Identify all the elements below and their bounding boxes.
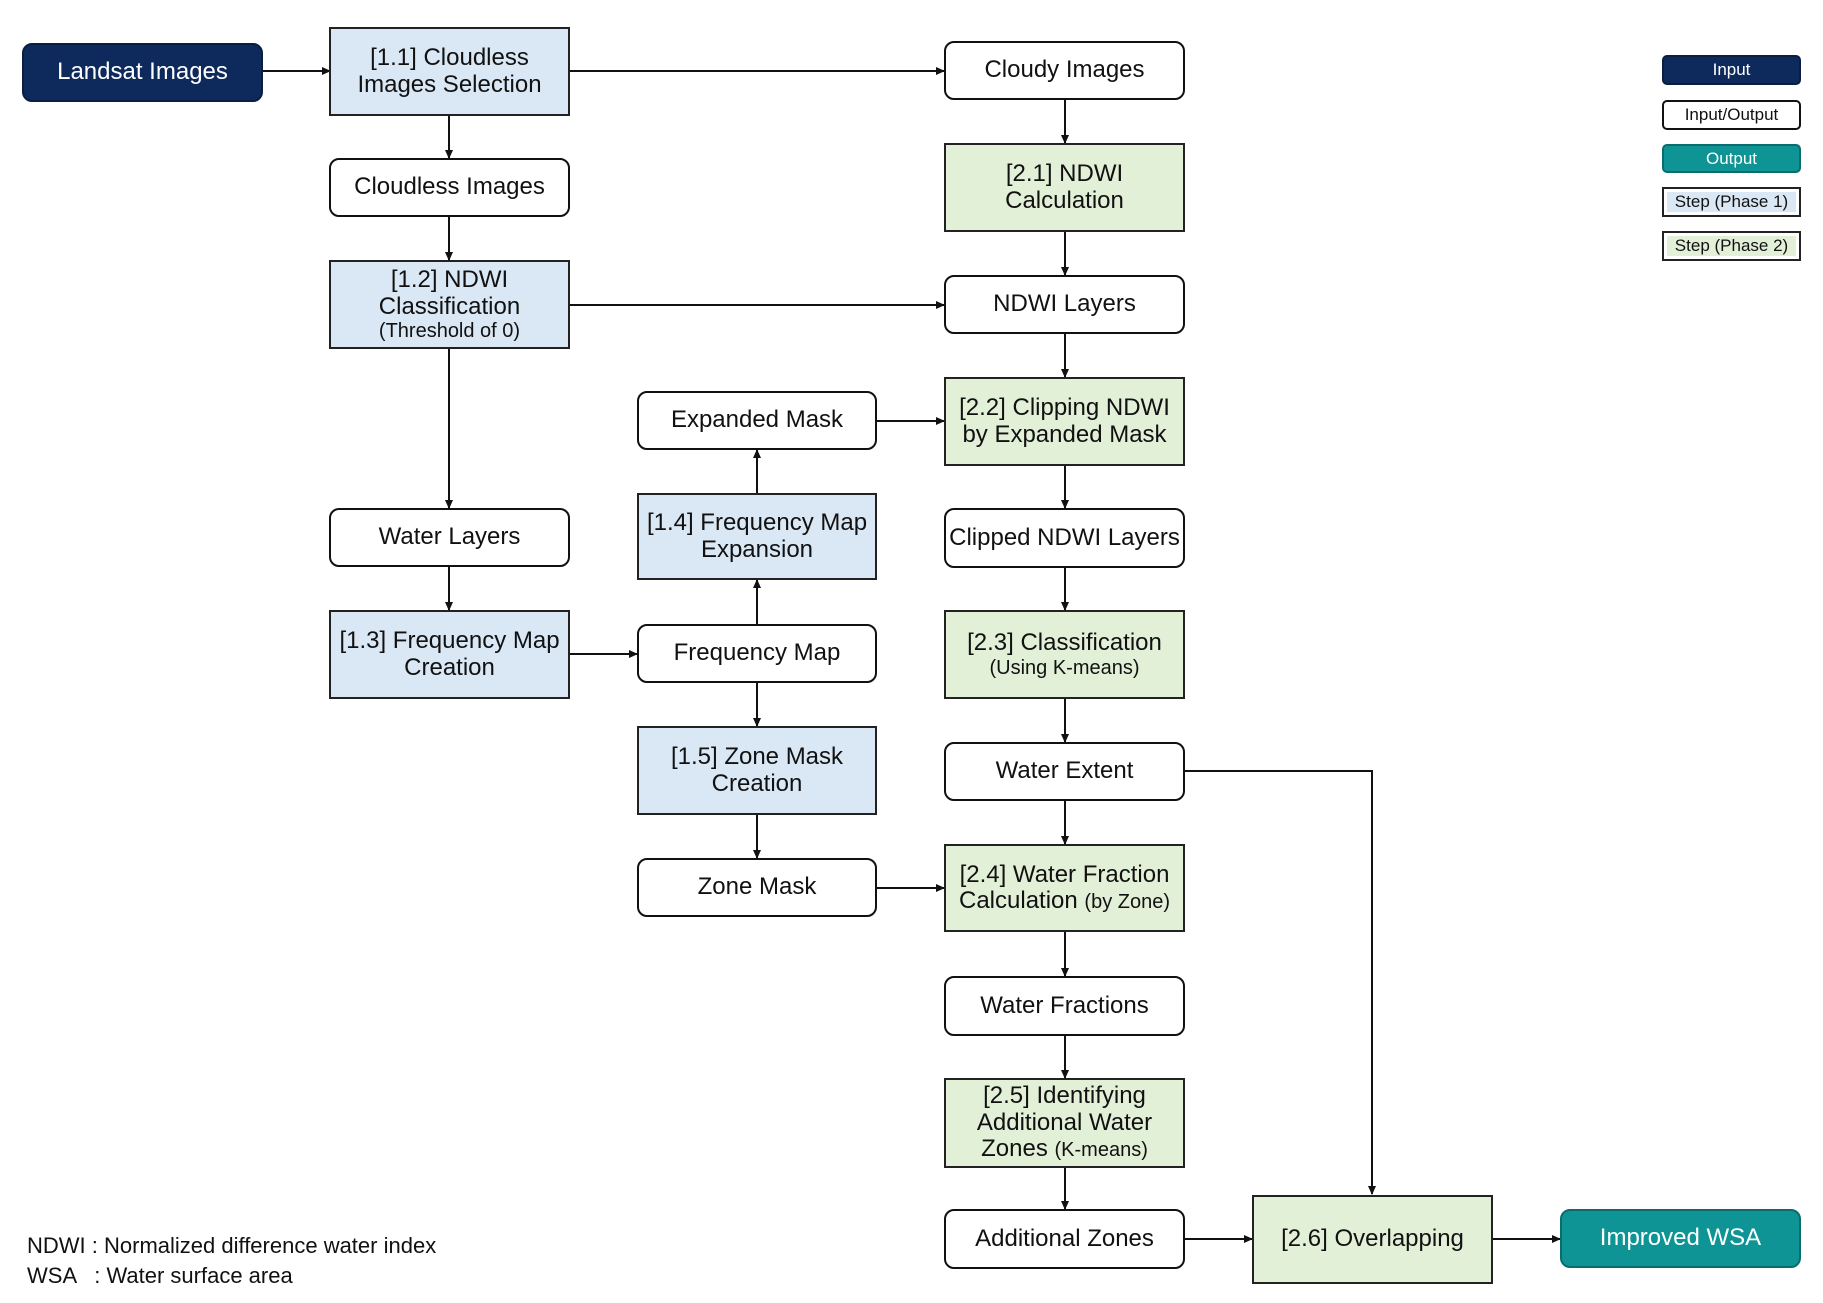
step-2-2-line1: [2.2] Clipping NDWI: [959, 394, 1170, 422]
node-landsat-images: Landsat Images: [22, 43, 263, 102]
step-2-5-identifying-additional-water-zones: [2.5] Identifying Additional Water Zones…: [944, 1078, 1185, 1168]
node-ndwi-layers: NDWI Layers: [944, 275, 1185, 334]
step-1-5-line1: [1.5] Zone Mask: [670, 743, 844, 771]
step-2-3-line2: (Using K-means): [989, 656, 1140, 679]
legend-input-output: Input/Output: [1662, 100, 1801, 130]
node-improved-wsa: Improved WSA: [1560, 1209, 1801, 1268]
legend-output-label: Output: [1705, 148, 1758, 168]
step-2-2-clipping-ndwi: [2.2] Clipping NDWI by Expanded Mask: [944, 377, 1185, 466]
step-1-4-line1: [1.4] Frequency Map: [646, 509, 868, 537]
step-2-5-line3: Zones (K-means): [981, 1135, 1148, 1163]
step-2-5-line3b: (K-means): [1054, 1139, 1148, 1162]
node-ndwi-layers-label: NDWI Layers: [993, 290, 1136, 318]
step-2-4-water-fraction-calculation: [2.4] Water Fraction Calculation (by Zon…: [944, 844, 1185, 932]
step-2-4-line2b: (by Zone): [1084, 891, 1170, 913]
node-improved-wsa-label: Improved WSA: [1599, 1224, 1762, 1252]
node-frequency-map: Frequency Map: [637, 624, 877, 683]
node-expanded-mask-label: Expanded Mask: [670, 406, 844, 434]
step-1-3-line1: [1.3] Frequency Map: [339, 627, 560, 655]
legend-input: Input: [1662, 55, 1801, 85]
step-1-5-line2: Creation: [711, 769, 803, 797]
node-water-fractions: Water Fractions: [944, 976, 1185, 1036]
node-cloudy-images: Cloudy Images: [944, 41, 1185, 100]
step-1-4-line2: Expansion: [700, 535, 814, 563]
node-water-layers: Water Layers: [329, 508, 570, 567]
step-1-2-line3: (Threshold of 0): [378, 319, 521, 342]
step-1-1-line2: Images Selection: [357, 70, 542, 98]
step-1-3-frequency-map-creation: [1.3] Frequency Map Creation: [329, 610, 570, 699]
node-clipped-ndwi-layers: Clipped NDWI Layers: [944, 508, 1185, 568]
step-1-2-ndwi-classification: [1.2] NDWI Classification (Threshold of …: [329, 260, 570, 349]
node-frequency-map-label: Frequency Map: [673, 639, 841, 667]
step-2-1-ndwi-calculation: [2.1] NDWI Calculation: [944, 143, 1185, 232]
step-2-6-label: [2.6] Overlapping: [1281, 1225, 1464, 1253]
node-clipped-ndwi-layers-label: Clipped NDWI Layers: [949, 523, 1180, 551]
node-cloudy-images-label: Cloudy Images: [984, 56, 1145, 84]
legend-step-phase-2: Step (Phase 2): [1662, 231, 1801, 261]
arrow-water-extent-to-s2-6: [1185, 770, 1376, 1195]
legend-step-phase-2-label: Step (Phase 2): [1674, 236, 1789, 255]
footnote-ndwi: NDWI : Normalized difference water index: [27, 1233, 437, 1258]
node-zone-mask-label: Zone Mask: [697, 873, 817, 901]
step-1-3-line2: Creation: [404, 653, 495, 681]
footnote-wsa: WSA : Water surface area: [27, 1263, 293, 1288]
legend-input-label: Input: [1712, 60, 1751, 79]
step-1-2-line1: [1.2] NDWI: [390, 266, 509, 294]
step-2-3-line1: [2.3] Classification: [967, 629, 1162, 657]
node-expanded-mask: Expanded Mask: [637, 391, 877, 450]
step-2-1-line2: Calculation: [1005, 186, 1124, 214]
step-1-1-cloudless-images-selection: [1.1] Cloudless Images Selection: [329, 27, 570, 116]
node-water-fractions-label: Water Fractions: [980, 991, 1149, 1019]
node-water-extent-label: Water Extent: [995, 757, 1134, 785]
node-cloudless-images-label: Cloudless Images: [354, 173, 545, 201]
node-additional-zones-label: Additional Zones: [975, 1224, 1154, 1252]
step-1-4-frequency-map-expansion: [1.4] Frequency Map Expansion: [637, 493, 877, 580]
step-2-5-line1: [2.5] Identifying: [983, 1082, 1146, 1110]
node-water-layers-label: Water Layers: [378, 523, 521, 551]
step-2-5-line3a: Zones: [981, 1135, 1048, 1163]
node-cloudless-images: Cloudless Images: [329, 158, 570, 217]
step-2-4-line2: Calculation (by Zone): [959, 887, 1170, 914]
legend-output: Output: [1662, 144, 1801, 173]
step-2-6-overlapping: [2.6] Overlapping: [1252, 1195, 1493, 1284]
step-2-4-line1: [2.4] Water Fraction: [959, 860, 1170, 888]
step-2-3-classification: [2.3] Classification (Using K-means): [944, 610, 1185, 699]
node-landsat-images-label: Landsat Images: [57, 58, 228, 86]
node-water-extent: Water Extent: [944, 742, 1185, 801]
step-1-5-zone-mask-creation: [1.5] Zone Mask Creation: [637, 726, 877, 815]
step-2-4-line2a: Calculation: [959, 887, 1078, 914]
legend-input-output-label: Input/Output: [1684, 105, 1779, 124]
step-1-2-line2: Classification: [378, 292, 521, 320]
legend-step-phase-1-label: Step (Phase 1): [1674, 192, 1789, 211]
step-1-1-line1: [1.1] Cloudless: [370, 44, 529, 72]
step-2-2-line2: by Expanded Mask: [962, 420, 1167, 448]
step-2-1-line1: [2.1] NDWI: [1005, 160, 1124, 188]
node-zone-mask: Zone Mask: [637, 858, 877, 917]
legend-step-phase-1: Step (Phase 1): [1662, 187, 1801, 217]
step-2-5-line2: Additional Water: [976, 1108, 1153, 1136]
node-additional-zones: Additional Zones: [944, 1209, 1185, 1269]
